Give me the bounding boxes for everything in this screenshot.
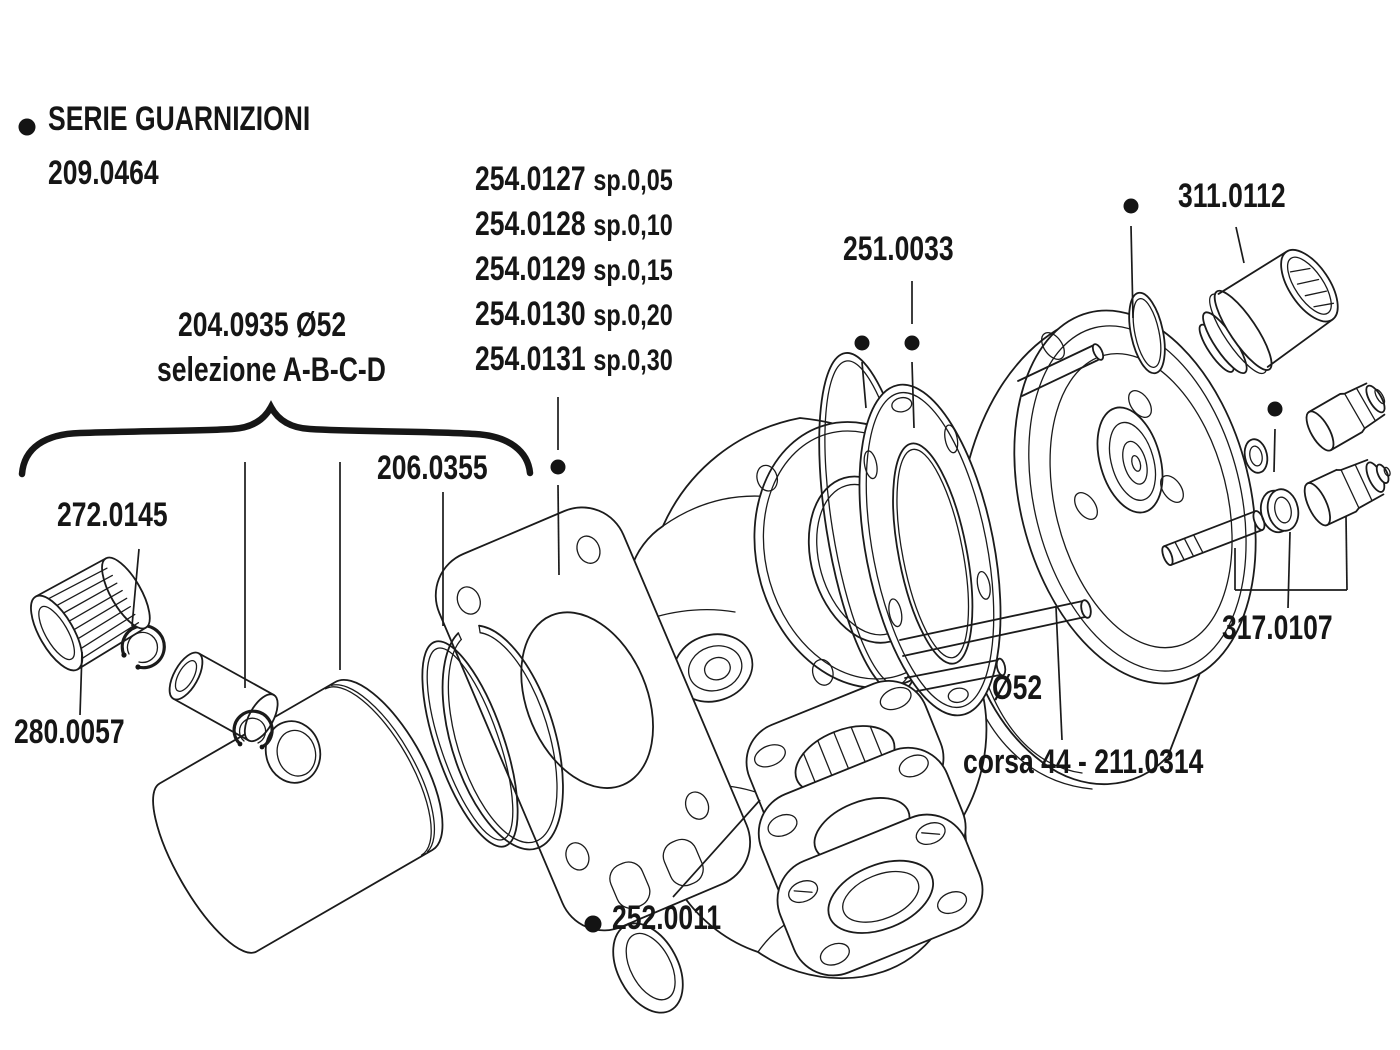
stud-washer-small xyxy=(1243,438,1269,474)
circlip-1 xyxy=(120,624,166,670)
bullet-shims xyxy=(550,459,566,475)
bullet-head-gasket xyxy=(904,335,920,351)
piston-ring-open xyxy=(441,624,564,851)
bullet-stud-oring xyxy=(1267,401,1283,417)
set-marker-dots xyxy=(18,118,1283,933)
label-bore: Ø52 xyxy=(992,669,1043,707)
label-plug-insert: 311.0112 xyxy=(1178,177,1286,215)
manifold-flange-bottom xyxy=(776,813,984,977)
label-circlip: 272.0145 xyxy=(57,496,168,534)
circlip-2 xyxy=(232,709,274,750)
label-piston-selection: selezione A-B-C-D xyxy=(157,351,386,389)
plug-insert-o-ring xyxy=(1128,291,1166,375)
leader-lines xyxy=(79,225,1348,898)
side-boss xyxy=(672,633,754,703)
plug-insert xyxy=(1198,249,1339,375)
piston-pin-hole xyxy=(264,720,322,784)
bullet-gasket-set xyxy=(18,118,36,136)
label-base-gasket: 252.0011 xyxy=(612,899,722,937)
stud-washer-large xyxy=(1259,488,1300,534)
piston-kit-brace xyxy=(18,400,534,478)
head-stud xyxy=(1161,510,1266,566)
needle-bearing xyxy=(30,556,151,672)
bullet-insert-oring xyxy=(1123,198,1139,214)
label-head-gasket: 251.0033 xyxy=(843,230,954,268)
label-gasket-set-name: SERIE GUARNIZIONI xyxy=(48,100,311,138)
bullet-base-gasket xyxy=(584,915,602,933)
stud-nut-lower xyxy=(1303,459,1391,527)
label-needle-bearing: 280.0057 xyxy=(14,713,125,751)
cylinder-studs xyxy=(899,343,1105,694)
piston-ring-closed xyxy=(421,640,519,848)
piston xyxy=(152,679,444,954)
piston-pin xyxy=(168,651,279,743)
label-gasket-set-code: 209.0464 xyxy=(48,154,159,192)
label-piston-ring: 206.0355 xyxy=(377,449,488,487)
bullet-head-oring xyxy=(854,335,870,351)
stud-nut-upper xyxy=(1305,382,1386,452)
label-stroke-kit: corsa 44 - 211.0314 xyxy=(963,743,1204,781)
cylinder-head xyxy=(955,309,1257,790)
manifold-stack xyxy=(661,679,984,977)
base-gasket xyxy=(434,506,751,932)
label-piston-kit: 204.0935 Ø52 xyxy=(178,306,347,344)
label-stud-kit: 317.0107 xyxy=(1222,609,1333,647)
combustion-chamber xyxy=(1096,406,1164,514)
head-gasket-plate xyxy=(858,383,1002,717)
